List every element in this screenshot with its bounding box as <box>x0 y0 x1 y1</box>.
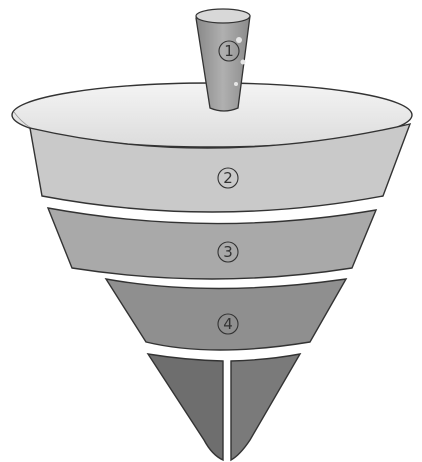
funnel-tip <box>148 354 300 460</box>
tier-2-number: 2 <box>223 169 233 187</box>
tier-4-number: 4 <box>223 315 233 333</box>
funnel-tier-4: 4 <box>106 279 346 350</box>
funnel-tier-3: 3 <box>48 208 376 279</box>
tier-3-number: 3 <box>223 243 233 261</box>
cup-number: 1 <box>224 42 234 60</box>
